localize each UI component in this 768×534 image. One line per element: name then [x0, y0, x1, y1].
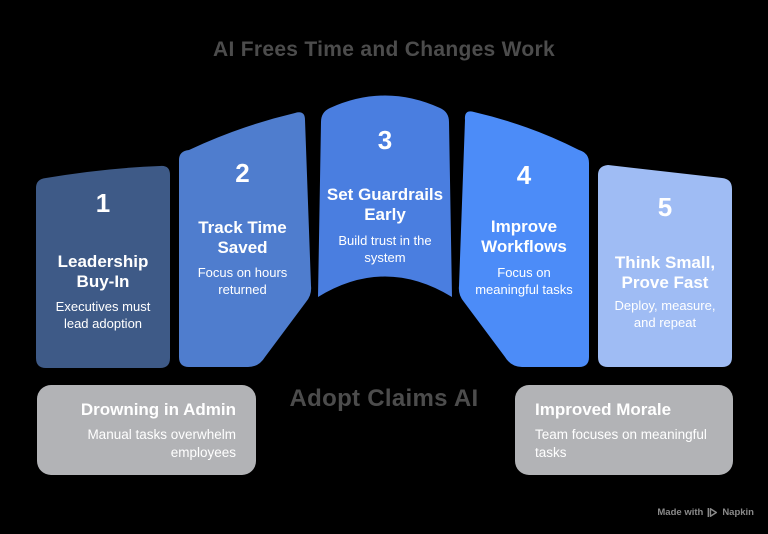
segment-3-number: 3: [377, 125, 393, 155]
segment-5-shape: [598, 165, 732, 367]
segment-1-content: 1 Leadership Buy-In Executives must lead…: [36, 166, 170, 368]
segment-4-content: 4 Improve Workflows Focus on meaningful …: [459, 110, 589, 367]
segment-4-shape: [458, 111, 589, 367]
segment-3-content: 3 Set Guardrails Early Build trust in th…: [319, 96, 451, 297]
segment-2-body: Focus on hours returned: [197, 265, 288, 297]
watermark: Made with Napkin: [657, 507, 754, 518]
callout-title: Improved Morale: [535, 400, 672, 419]
segment-1-body: Executives must lead adoption: [55, 299, 151, 331]
segment-4-body: Focus on meaningful tasks: [475, 265, 573, 297]
watermark-brand: Napkin: [722, 507, 754, 518]
napkin-logo-icon: [707, 508, 718, 517]
callout-body: Manual tasks overwhelm employees: [87, 427, 236, 460]
segment-2-heading: Track Time Saved: [198, 218, 287, 257]
page-title: AI Frees Time and Changes Work: [213, 38, 555, 61]
center-label: Adopt Claims AI: [289, 385, 479, 412]
segment-3-body: Build trust in the system: [338, 233, 432, 265]
segment-5-number: 5: [657, 192, 673, 222]
callout-title: Drowning in Admin: [80, 400, 236, 419]
segment-2-content: 2 Track Time Saved Focus on hours return…: [179, 110, 306, 367]
segment-4-heading: Improve Workflows: [481, 217, 567, 256]
segment-5-content: 5 Think Small, Prove Fast Deploy, measur…: [598, 166, 732, 367]
callout-drowning-in-admin: Drowning in Admin Manual tasks overwhelm…: [37, 385, 256, 475]
segment-5-heading: Think Small, Prove Fast: [614, 253, 716, 292]
segment-3-heading: Set Guardrails Early: [326, 185, 444, 224]
segment-1-heading: Leadership Buy-In: [57, 252, 149, 291]
segment-3-shape: [318, 95, 452, 297]
callout-improved-morale: Improved Morale Team focuses on meaningf…: [515, 385, 733, 475]
watermark-prefix: Made with: [657, 507, 704, 518]
segment-1-number: 1: [95, 188, 111, 218]
segment-1-shape: [36, 165, 170, 368]
segment-2-shape: [179, 112, 312, 367]
callout-body: Team focuses on meaningful tasks: [535, 427, 707, 460]
segment-4-number: 4: [516, 160, 532, 190]
segment-5-body: Deploy, measure, and repeat: [614, 298, 716, 330]
segment-2-number: 2: [235, 158, 250, 188]
